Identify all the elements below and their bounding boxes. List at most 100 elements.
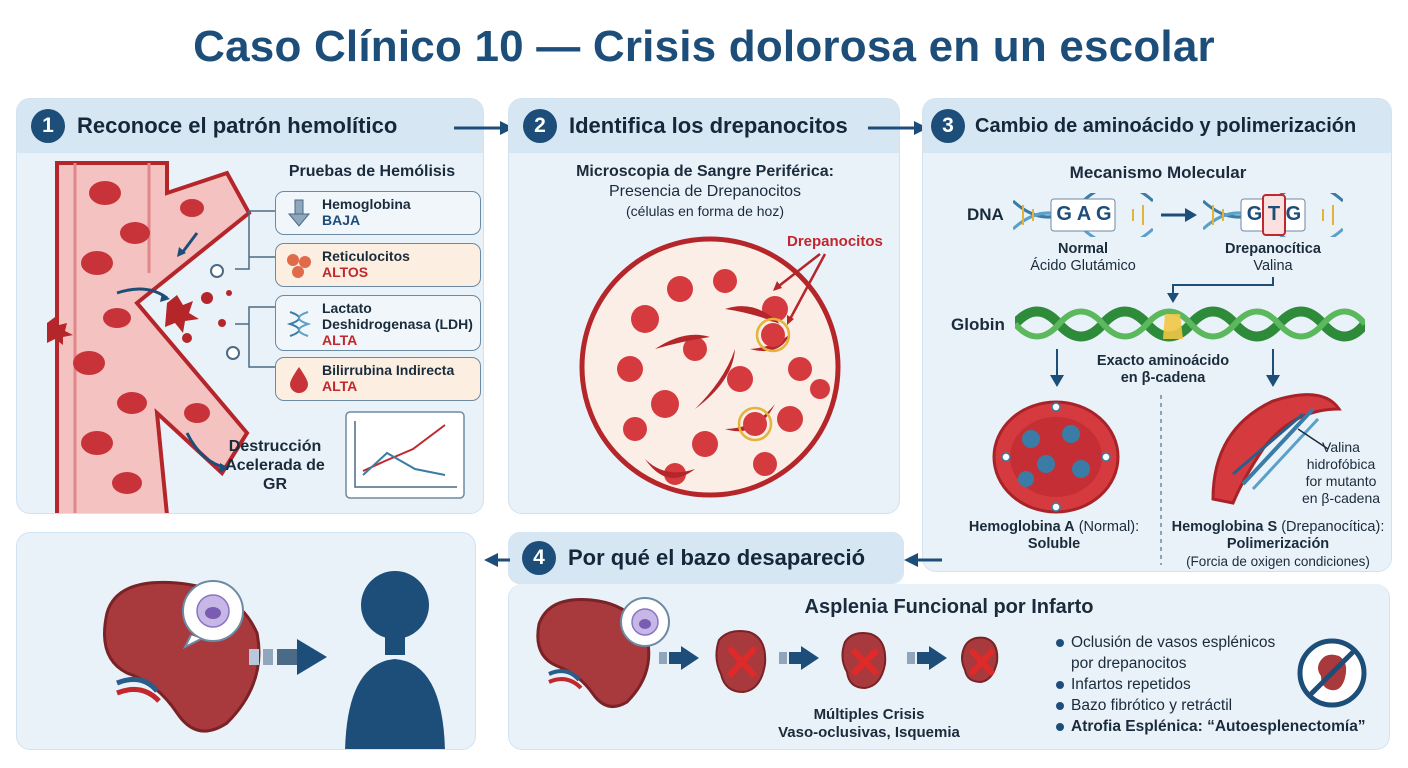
bullet-item: Bazo fibrótico y retráctil	[1055, 695, 1366, 716]
test-reticulocytes: Reticulocitos ALTOS	[275, 243, 481, 287]
panel-heading: Reconoce el patrón hemolítico	[77, 113, 398, 138]
globin-helix	[1015, 306, 1365, 342]
test-hemoglobin: Hemoglobina BAJA	[275, 191, 481, 235]
trend-graph-icon	[345, 411, 465, 499]
valine-line: Valina	[1322, 439, 1360, 455]
test-bilirubin: Bilirrubina Indirecta ALTA	[275, 357, 481, 401]
asplenia-bullet-list: Oclusión de vasos esplénicos por drepano…	[1055, 632, 1366, 737]
bullet-text: Infartos repetidos	[1071, 676, 1191, 693]
destruction-line: GR	[263, 476, 287, 493]
bullet-item: Infartos repetidos	[1055, 674, 1366, 695]
hbs-property: Polimerización	[1226, 536, 1330, 552]
sickle-cell-label: Drepanocitos	[787, 233, 883, 250]
normal-codon-label: Normal Ácido Glutámico	[1013, 241, 1153, 275]
flow-arrow-2-3	[868, 121, 928, 135]
crisis-line: Vaso-oclusivas, Isquemia	[778, 724, 960, 741]
panel-hemolytic-pattern: 1 Reconoce el patrón hemolítico Pru	[16, 98, 484, 514]
panel-molecular-mechanism: 3 Cambio de aminoácido y polimerización …	[922, 98, 1392, 572]
mutant-codon-label: Drepanocítica Valina	[1203, 241, 1343, 275]
step-number-badge: 3	[931, 109, 965, 143]
microscopy-subtitle: Presencia de Drepanocitos	[608, 183, 802, 200]
hba-qualifier: (Normal):	[1074, 519, 1140, 535]
crisis-label: Múltiples Crisis Vaso-oclusivas, Isquemi…	[749, 706, 989, 742]
exact-line: en β-cadena	[1120, 370, 1206, 386]
valine-line: hidrofóbica	[1306, 456, 1376, 472]
bullet-item: Atrofia Esplénica: “Autoesplenectomía”	[1055, 716, 1366, 737]
step-number-badge: 1	[31, 109, 65, 143]
exact-line: Exacto aminoácido	[1096, 353, 1230, 369]
panel-spleen: 4 Por qué el bazo desapareció	[508, 532, 904, 584]
test-ldh: Lactato Deshidrogenasa (LDH) ALTA	[275, 295, 481, 351]
reticulocyte-icon	[287, 254, 311, 278]
test-status: ALTA	[322, 332, 358, 348]
down-arrow-icon	[287, 199, 311, 227]
codon-base: T	[1267, 203, 1281, 225]
test-name-line1: Lactato	[322, 300, 372, 316]
hbs-qualifier: (Drepanocítica):	[1277, 519, 1385, 535]
hbs-name: Hemoglobina S	[1171, 519, 1278, 535]
codon-base: G	[1246, 203, 1263, 225]
valine-line: en β-cadena	[1301, 490, 1381, 506]
mutant-title: Drepanocítica	[1225, 241, 1321, 257]
hbs-label: Hemoglobina S (Drepanocítica): Polimeriz…	[1165, 519, 1391, 570]
divider-dashed	[1160, 395, 1162, 565]
connector-lines	[235, 210, 275, 368]
bullet-text: Atrofia Esplénica: “Autoesplenectomía”	[1071, 718, 1366, 735]
sickle-rbc-hbs	[1211, 393, 1342, 505]
dna-helix-normal	[1013, 193, 1153, 237]
valine-line: for mutanto	[1305, 473, 1377, 489]
flow-arrow-4-left	[484, 553, 510, 567]
step-number-badge: 2	[523, 109, 557, 143]
dna-helix-mutant	[1203, 193, 1343, 237]
microscopy-title: Microscopia de Sangre Periférica:	[576, 163, 834, 180]
test-status: ALTA	[322, 378, 358, 394]
codon-base: A	[1076, 203, 1092, 225]
drop-icon	[290, 367, 308, 393]
codon-mutant: G T G	[1244, 203, 1304, 226]
hemolysis-tests-title: Pruebas de Hemólisis	[288, 163, 456, 180]
codon-normal: G A G	[1054, 203, 1114, 226]
panel-sickle-cells: 2 Identifica los drepanocitos Microscopi…	[508, 98, 900, 514]
bullet-text: Bazo fibrótico y retráctil	[1071, 697, 1233, 714]
hbs-note: (Forcia de oxigen condiciones)	[1186, 554, 1370, 569]
crisis-line: Múltiples Crisis	[813, 706, 925, 723]
test-status: ALTOS	[322, 264, 369, 280]
hba-label: Hemoglobina A (Normal): Soluble	[949, 519, 1159, 553]
panel-header: 3 Cambio de aminoácido y polimerización	[923, 99, 1391, 153]
globin-label: Globin	[951, 315, 1005, 334]
immune-cell-bubble-icon	[182, 580, 244, 649]
test-name: Reticulocitos	[322, 248, 410, 264]
mechanism-title: Mecanismo Molecular	[1069, 163, 1247, 182]
bullet-item: Oclusión de vasos esplénicos por drepano…	[1055, 632, 1295, 674]
no-spleen-icon	[1297, 638, 1367, 708]
panel-header: 4 Por qué el bazo desapareció	[508, 532, 904, 584]
spleen-progression	[659, 630, 999, 694]
exact-amino-acid-label: Exacto aminoácido en β-cadena	[1083, 353, 1243, 387]
codon-base: G	[1285, 203, 1302, 225]
normal-sub: Ácido Glutámico	[1030, 258, 1136, 274]
panel-heading: Por qué el bazo desapareció	[568, 545, 866, 570]
test-name: Hemoglobina	[322, 196, 411, 212]
test-name-line2: Deshidrogenasa (LDH)	[322, 316, 473, 332]
child-silhouette-icon	[345, 571, 445, 749]
mutation-arrow	[1161, 208, 1197, 222]
destruction-label: Destrucción Acelerada de GR	[215, 437, 335, 494]
blood-smear-illustration	[579, 236, 841, 498]
immune-cell-bubble-icon	[620, 597, 670, 647]
codon-base: G	[1056, 203, 1072, 225]
panel-heading: Cambio de aminoácido y polimerización	[975, 114, 1357, 137]
mutant-sub: Valina	[1253, 258, 1293, 274]
page-title: Caso Clínico 10 — Crisis dolorosa en un …	[193, 22, 1215, 71]
destruction-line: Destrucción	[228, 438, 322, 455]
microscopy-note: (células en forma de hoz)	[626, 203, 784, 219]
dna-label: DNA	[967, 205, 1004, 224]
test-status: BAJA	[322, 212, 361, 228]
arrow-to-hba	[1050, 349, 1064, 387]
valine-label: Valina hidrofóbica for mutanto en β-cade…	[1291, 439, 1391, 507]
panel-header: 1 Reconoce el patrón hemolítico	[17, 99, 483, 153]
asplenia-title: Asplenia Funcional por Infarto	[804, 596, 1094, 618]
flow-arrow-1-2	[454, 121, 514, 135]
panel-header: 2 Identifica los drepanocitos	[509, 99, 899, 153]
arrow-to-hbs	[1266, 349, 1280, 387]
normal-title: Normal	[1058, 241, 1108, 257]
